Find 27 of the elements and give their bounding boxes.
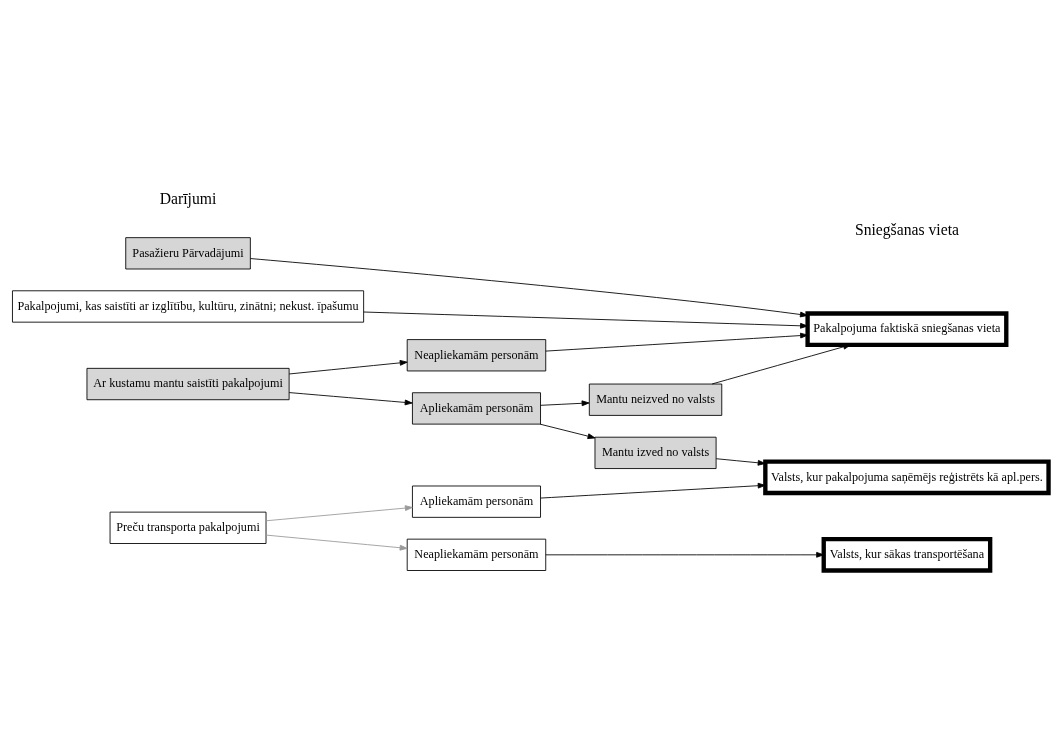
node-box: Apliekamām personām	[412, 392, 541, 425]
arrow	[545, 551, 825, 558]
arrow	[288, 359, 408, 375]
arrow	[250, 258, 808, 318]
arrow	[265, 505, 413, 522]
arrow	[363, 311, 808, 329]
arrow	[539, 423, 596, 439]
arrow	[715, 458, 766, 466]
node-box: Preču transporta pakalpojumi	[109, 511, 267, 544]
node-box: Neapliekamām personām	[406, 538, 547, 571]
node-box: Mantu izved no valsts	[594, 436, 717, 469]
node-box: Ar kustamu mantu saistīti pakalpojumi	[86, 367, 290, 401]
label: Darījumi	[159, 190, 217, 207]
node-box: Pasažieru Pārvadājumi	[125, 237, 251, 270]
node-box: Pakalpojuma faktiskā sniegšanas vieta	[805, 311, 1009, 347]
arrow	[288, 392, 413, 406]
node-box: Apliekamām personām	[412, 485, 541, 518]
node-box: Neapliekamām personām	[406, 339, 547, 372]
arrow	[545, 332, 808, 352]
node-box: Valsts, kur pakalpojuma saņēmējs reģistrēts kā apl.pers.	[763, 459, 1051, 496]
arrow	[265, 534, 408, 551]
arrow	[540, 400, 590, 407]
node-box: Valsts, kur sākas transportēšana	[821, 536, 993, 573]
node-box: Pakalpojumi, kas saistīti ar izglītību, kultūru, zinātni; nekust. īpašumu	[12, 290, 365, 323]
label: Sniegšanas vieta	[854, 221, 959, 239]
node-box: Mantu neizved no valsts	[588, 383, 723, 416]
arrow	[540, 482, 766, 499]
